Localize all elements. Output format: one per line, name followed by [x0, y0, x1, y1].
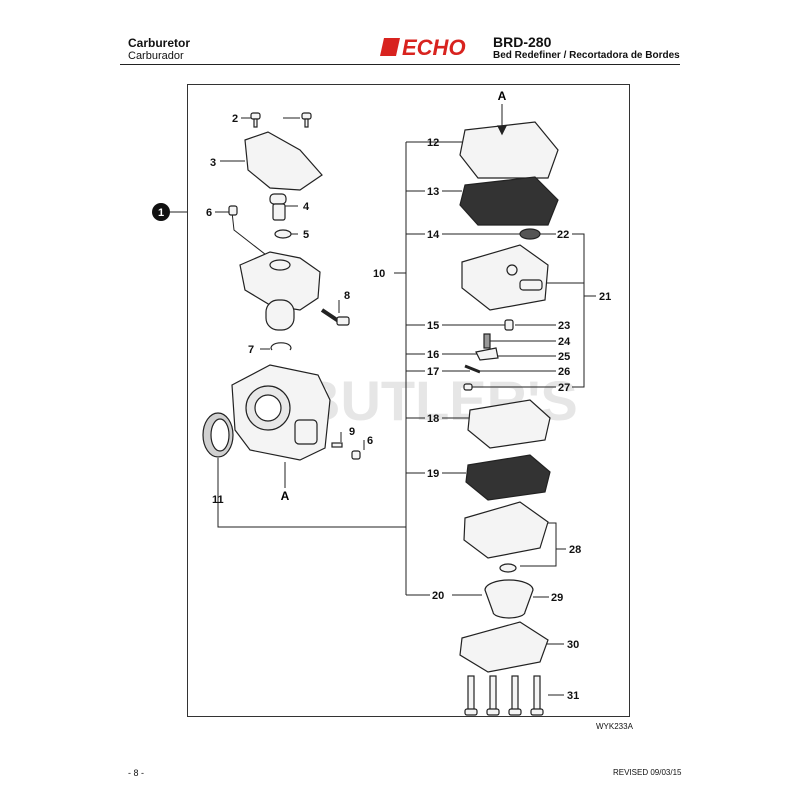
diagram-frame: [187, 84, 630, 717]
header-rule: [120, 64, 680, 65]
washer-icon: [274, 229, 292, 239]
metering-diaphragm-icon: [465, 454, 551, 501]
fitting-part-icon: [269, 193, 287, 221]
parts: [202, 112, 559, 716]
callout: 2: [232, 113, 238, 125]
brand-text: ECHO: [402, 36, 466, 58]
leader-lines: [170, 104, 596, 696]
spring-icon: [483, 333, 491, 349]
pump-cover-icon: [461, 244, 549, 311]
cap-icon: [519, 228, 541, 240]
callout: 22: [557, 229, 569, 241]
assembly-marker-label: 1: [158, 207, 164, 219]
model-number: BRD-280: [493, 34, 552, 50]
callout: 20: [432, 590, 444, 602]
header-left: Carburetor Carburador: [128, 36, 190, 63]
bracket-part-icon: [244, 131, 323, 191]
ref-label-top: A: [498, 89, 507, 103]
callout: 8: [344, 290, 350, 302]
metering-gasket-icon: [467, 399, 551, 449]
arrow-down-icon: [497, 125, 507, 136]
gasket-plate-icon: [459, 121, 559, 179]
metering-cover-icon: [463, 501, 549, 559]
callout: 21: [599, 291, 611, 303]
clip-icon: [270, 342, 292, 351]
check-valve-icon: [499, 563, 517, 573]
callout: 30: [567, 639, 579, 651]
pin-icon: [464, 364, 481, 374]
callout: 18: [427, 413, 439, 425]
long-screw-icon: [320, 308, 350, 326]
callout: 26: [558, 366, 570, 378]
carburetor-body-icon: [231, 364, 331, 461]
callout: 4: [303, 201, 310, 213]
callout: 6: [367, 435, 373, 447]
gasket-ring-icon: [202, 412, 234, 458]
callout: 27: [558, 382, 570, 394]
small-plug-icon: [351, 450, 361, 460]
callout: 14: [427, 229, 440, 241]
page-title: Carburetor: [128, 36, 191, 50]
callout: 7: [248, 344, 254, 356]
ref-label-bottom: A: [281, 489, 290, 503]
carburetor-top-icon: [239, 251, 321, 331]
callout: 31: [567, 690, 579, 702]
page-subtitle: Carburador: [128, 50, 184, 62]
lever-icon: [475, 347, 499, 361]
mounting-screws-icon: [464, 675, 544, 716]
callout: 9: [349, 426, 355, 438]
callout: 23: [558, 320, 570, 332]
page-number: - 8 -: [128, 768, 145, 778]
callout: 16: [427, 349, 439, 361]
pan-screw-icon: [463, 383, 473, 391]
echo-logo: ECHO: [380, 36, 466, 58]
primer-bulb-icon: [484, 579, 534, 619]
callout: 10: [373, 268, 385, 280]
callout: 28: [569, 544, 581, 556]
callout: 29: [551, 592, 563, 604]
callout: 6: [206, 207, 212, 219]
small-screw-icon: [331, 442, 343, 448]
callout: 12: [427, 137, 439, 149]
callout: 15: [427, 320, 439, 332]
callout: 17: [427, 366, 439, 378]
callout: 5: [303, 229, 309, 241]
product-name: Bed Redefiner / Recortadora de Bordes: [493, 50, 680, 61]
callout: 3: [210, 157, 216, 169]
callout-labels: 2 3 4 5 6 6 7 8 9 10 11 12 13 14 15 16 1…: [206, 113, 611, 702]
header-right: BRD-280 Bed Redefiner / Recortadora de B…: [493, 34, 680, 62]
callout: 24: [558, 336, 571, 348]
screw-icon: [250, 112, 312, 128]
callout: 13: [427, 186, 439, 198]
callout: 19: [427, 468, 439, 480]
figure-code: WYK233A: [596, 722, 633, 731]
revision-date: REVISED 09/03/15: [613, 768, 682, 777]
callout: 25: [558, 351, 570, 363]
retainer-plate-icon: [459, 621, 549, 673]
plug-icon: [228, 205, 238, 216]
callout: 11: [212, 494, 224, 506]
needle-icon: [504, 319, 514, 331]
diaphragm-icon: [459, 176, 559, 226]
assembly-marker: [152, 203, 170, 221]
